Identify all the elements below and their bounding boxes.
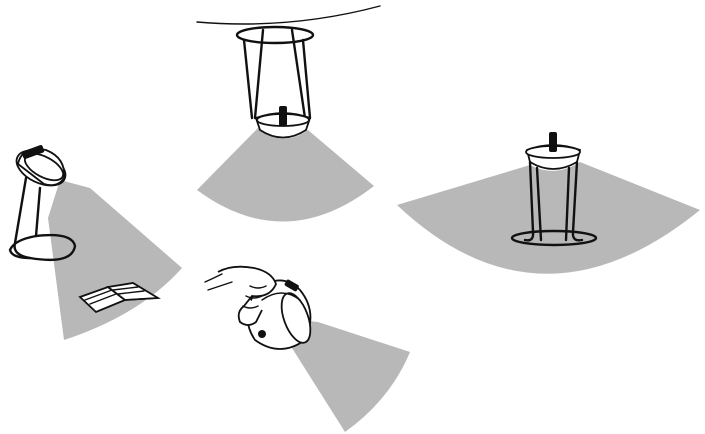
standing-wire-right-2 bbox=[564, 166, 571, 242]
desk-stand-back bbox=[13, 176, 32, 260]
handheld-lamp-clip bbox=[284, 279, 299, 292]
open-book-spine bbox=[95, 297, 159, 313]
desk-lamp-reading-icon bbox=[8, 145, 182, 340]
hanging-wire-right bbox=[290, 28, 307, 120]
hanging-lamp-button bbox=[279, 106, 287, 126]
desk-light-beam bbox=[48, 180, 182, 340]
hanging-wire-left-2 bbox=[242, 38, 254, 120]
handheld-lamp-button bbox=[258, 330, 266, 338]
standing-base-ring bbox=[510, 229, 598, 247]
hanging-wire-left bbox=[253, 28, 265, 120]
hanging-cord bbox=[196, 5, 381, 25]
hanging-wire-right-2 bbox=[301, 38, 312, 120]
handheld-light-beam bbox=[292, 320, 410, 432]
hanging-lantern-icon bbox=[196, 5, 381, 222]
hand-wrist-lines bbox=[204, 273, 233, 291]
desk-base-ring bbox=[8, 233, 77, 262]
open-book-lines bbox=[84, 286, 145, 305]
hand-fingers bbox=[242, 285, 267, 309]
handheld-lamp-ridge bbox=[261, 292, 301, 301]
standing-light-beam bbox=[397, 162, 700, 274]
standing-lantern-icon bbox=[397, 132, 700, 274]
handheld-flashlight-icon bbox=[204, 265, 410, 432]
desk-stand-front bbox=[34, 186, 42, 238]
standing-wire-left-2 bbox=[535, 166, 543, 242]
desk-lamp-head bbox=[15, 145, 67, 187]
standing-lamp-button bbox=[549, 132, 557, 152]
hanging-light-beam bbox=[197, 128, 374, 222]
hanging-top-ring bbox=[235, 25, 315, 45]
